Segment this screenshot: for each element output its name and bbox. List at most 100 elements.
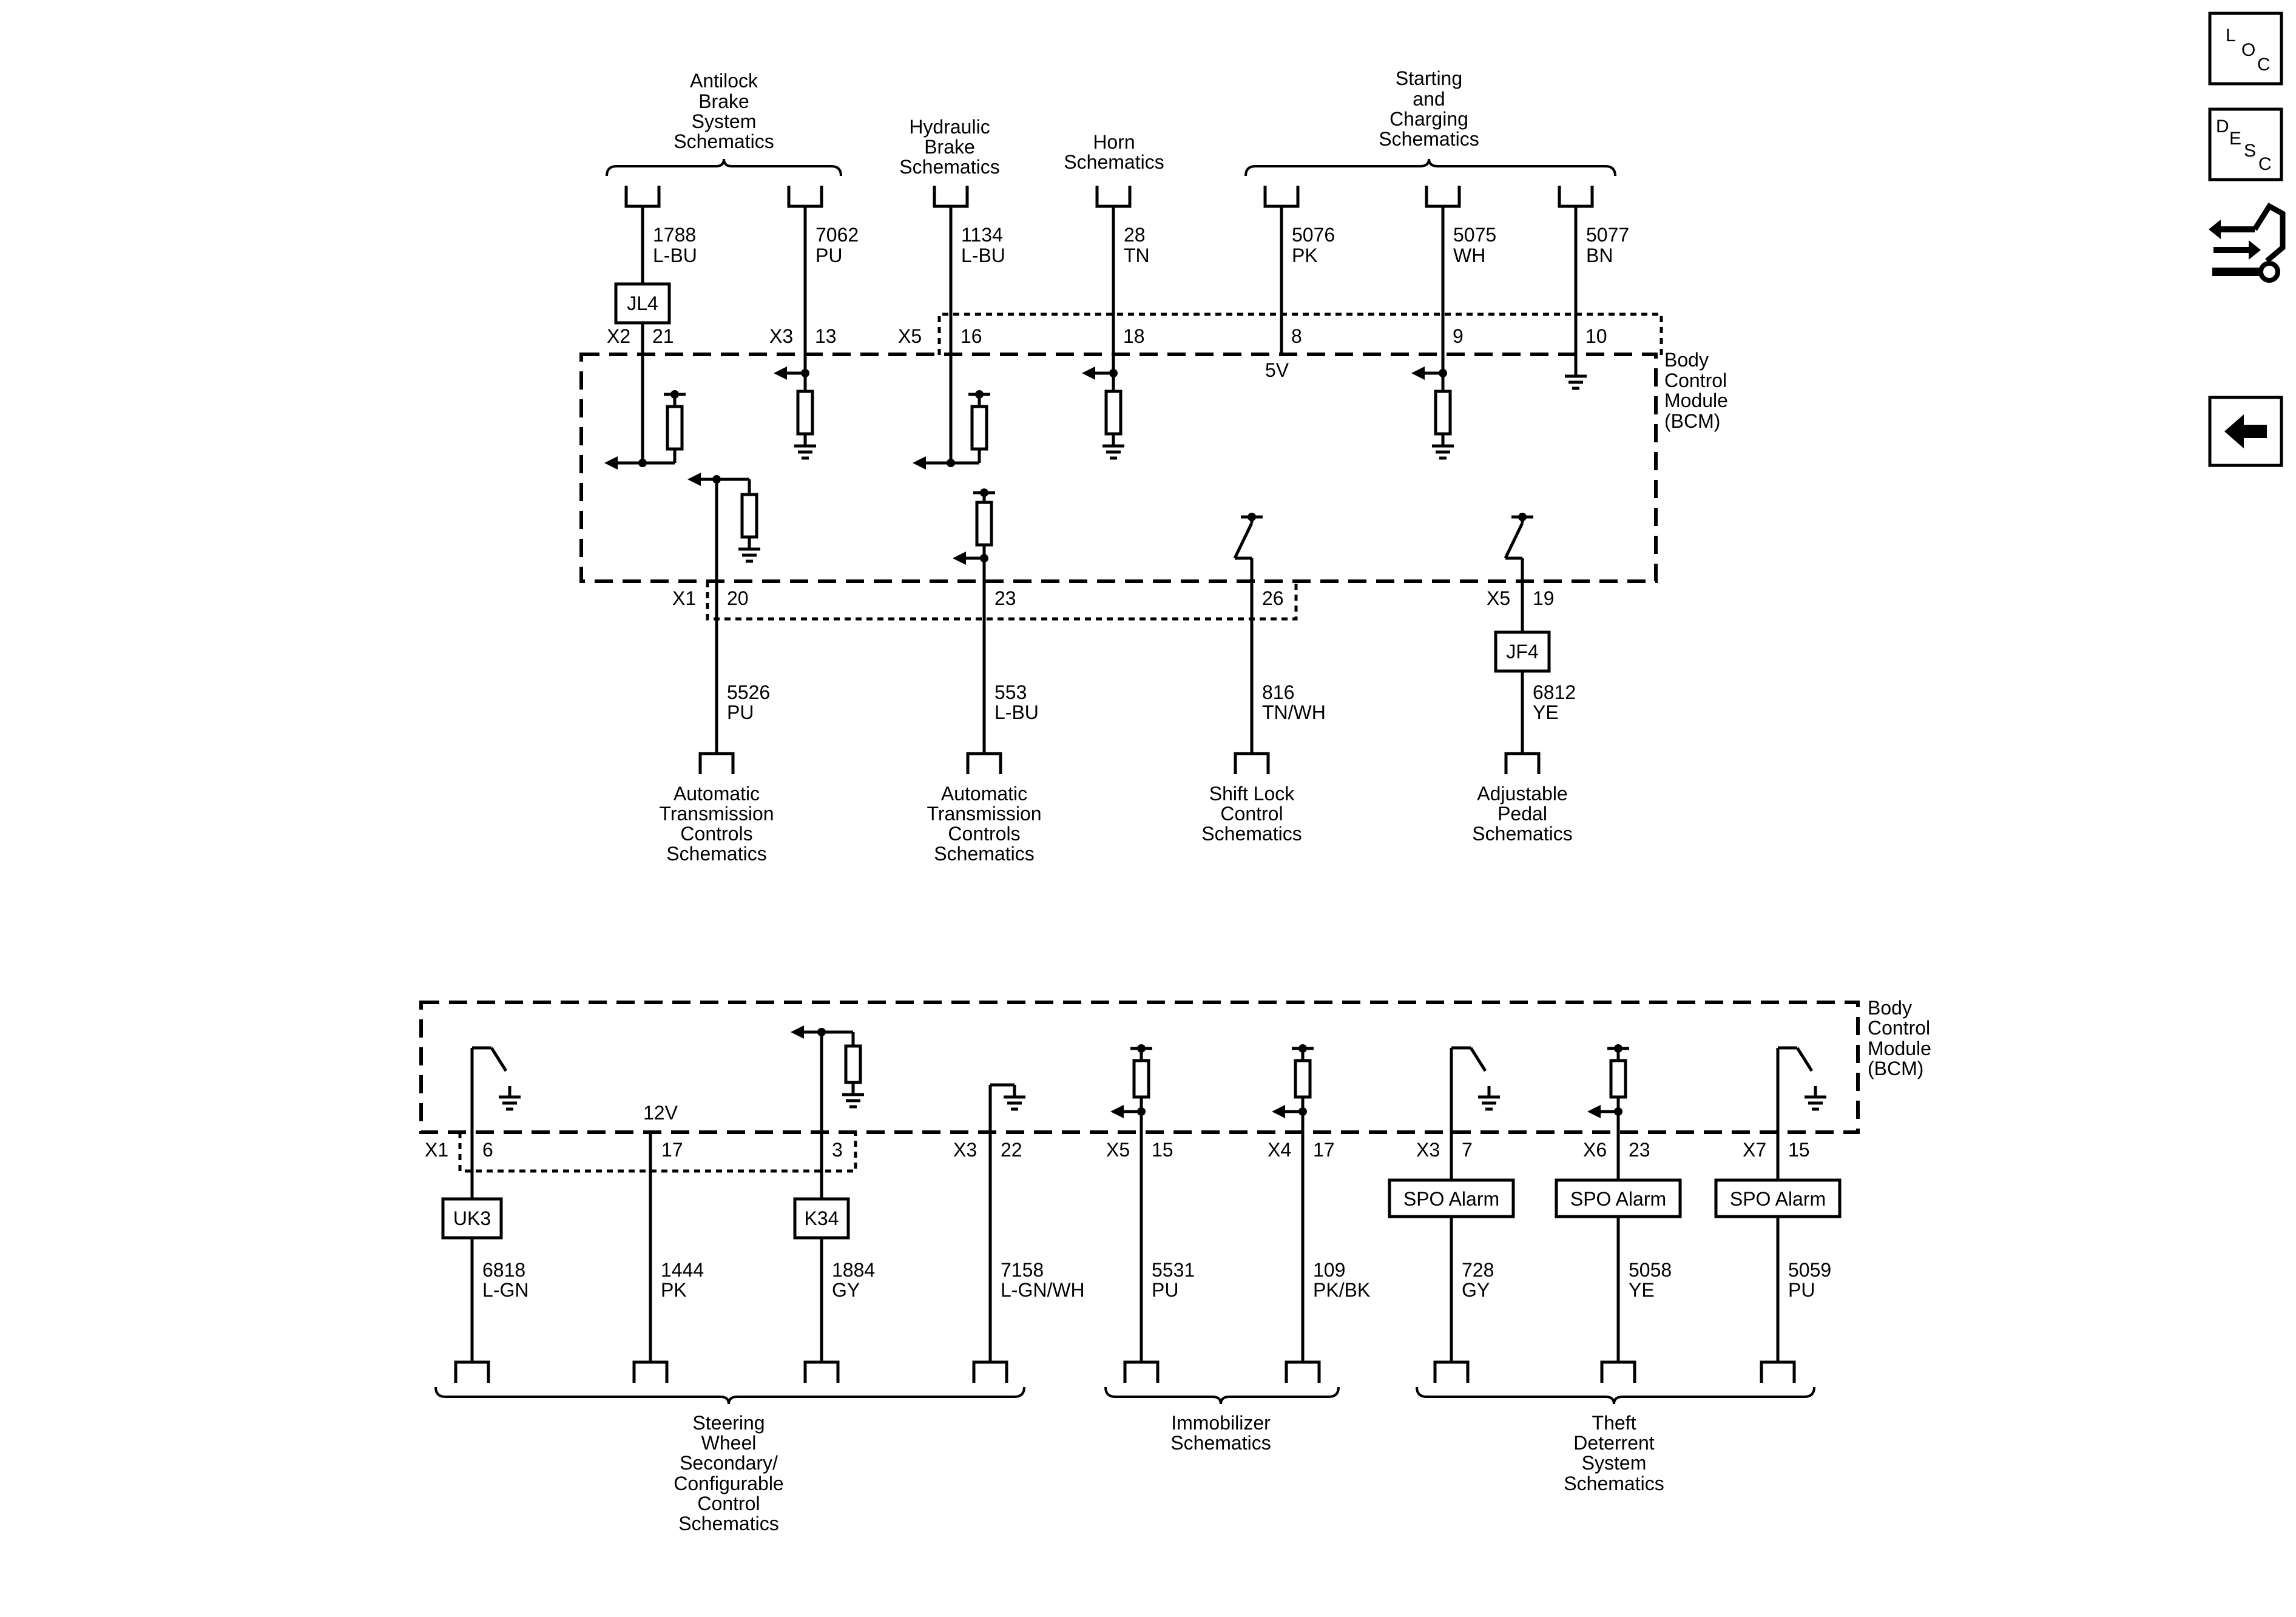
svg-text:5059: 5059 [1788, 1259, 1831, 1281]
svg-text:5531: 5531 [1152, 1259, 1195, 1281]
splice-uk3: UK3 [441, 1197, 503, 1240]
svg-text:Steering: Steering [692, 1412, 765, 1434]
svg-text:Starting: Starting [1396, 67, 1462, 89]
connector-end-view-icon[interactable] [2209, 203, 2286, 283]
wire-6818: 6818 L-GN [482, 1259, 528, 1301]
wire-5059: 5059 PU [1788, 1259, 1831, 1301]
immobilizer-group-brace [1104, 1386, 1340, 1405]
svg-text:19: 19 [1533, 587, 1555, 609]
svg-text:5077: 5077 [1586, 224, 1629, 246]
wire-1134: 1134 L-BU [961, 224, 1005, 266]
svg-text:C: C [2258, 154, 2272, 174]
wire-728: 728 GY [1462, 1259, 1494, 1301]
svg-text:Deterrent: Deterrent [1573, 1432, 1655, 1454]
svg-text:Body: Body [1664, 349, 1709, 371]
svg-text:L: L [2226, 25, 2236, 46]
wire-1884: 1884 GY [832, 1259, 875, 1301]
svg-text:Schematics: Schematics [899, 156, 999, 178]
splice-jf4: JF4 [1494, 630, 1551, 673]
svg-text:6: 6 [482, 1139, 493, 1161]
svg-text:L-BU: L-BU [994, 701, 1039, 723]
svg-text:Schematics: Schematics [1564, 1473, 1664, 1494]
svg-text:Schematics: Schematics [666, 843, 766, 865]
svg-text:L-GN: L-GN [482, 1279, 528, 1301]
horn-schematics-label: Horn Schematics [1064, 131, 1164, 173]
bottom-wire-lines [470, 1132, 1780, 1362]
svg-text:Immobilizer: Immobilizer [1171, 1412, 1271, 1434]
wire-5075: 5075 WH [1453, 224, 1496, 266]
steering-group-brace [434, 1386, 1025, 1405]
svg-text:System: System [692, 110, 757, 132]
spo-alarm-box-2: SPO Alarm [1555, 1178, 1682, 1218]
svg-text:X1: X1 [425, 1139, 448, 1161]
svg-text:D: D [2216, 116, 2229, 137]
svg-text:X3: X3 [1416, 1139, 1440, 1161]
svg-text:17: 17 [1313, 1139, 1335, 1161]
mid-pin-labels: X1 20 23 26 X5 19 [672, 587, 1555, 609]
svg-text:PU: PU [727, 701, 754, 723]
svg-text:(BCM): (BCM) [1868, 1058, 1923, 1079]
svg-text:L-BU: L-BU [653, 245, 697, 266]
svg-text:5076: 5076 [1292, 224, 1335, 246]
svg-text:Body: Body [1868, 997, 1912, 1019]
svg-text:Schematics: Schematics [674, 130, 774, 152]
svg-text:X7: X7 [1743, 1139, 1766, 1161]
bottom-pin-labels: X1 6 17 3 X3 22 X5 15 X4 17 X3 7 X6 23 X… [425, 1139, 1810, 1161]
svg-text:E: E [2229, 129, 2241, 149]
splice-jl4: JL4 [614, 282, 671, 325]
svg-text:5V: 5V [1265, 359, 1289, 381]
top-pin-labels: X2 21 X3 13 X5 16 18 8 9 10 5V [607, 325, 1607, 381]
svg-text:GY: GY [1462, 1279, 1490, 1301]
svg-text:8: 8 [1291, 325, 1302, 347]
svg-text:Schematics: Schematics [1472, 823, 1572, 845]
svg-text:23: 23 [1629, 1139, 1650, 1161]
desc-button[interactable]: D E S C [2208, 107, 2283, 181]
svg-text:1788: 1788 [653, 224, 696, 246]
svg-text:9: 9 [1453, 325, 1464, 347]
hydraulic-brake-schematics-label: Hydraulic Brake Schematics [899, 116, 999, 178]
adjustable-pedal-schematics-label: Adjustable Pedal Schematics [1472, 783, 1572, 845]
top-connector-symbols [624, 186, 1594, 208]
svg-text:WH: WH [1453, 245, 1485, 266]
svg-text:Schematics: Schematics [1379, 128, 1479, 150]
loc-button[interactable]: L O C [2208, 12, 2283, 86]
svg-text:26: 26 [1262, 587, 1284, 609]
svg-text:GY: GY [832, 1279, 860, 1301]
svg-text:7158: 7158 [1001, 1259, 1044, 1281]
svg-text:Shift Lock: Shift Lock [1209, 783, 1295, 805]
svg-text:1134: 1134 [961, 224, 1003, 246]
svg-text:109: 109 [1313, 1259, 1345, 1281]
svg-text:PK/BK: PK/BK [1313, 1279, 1370, 1301]
abs-group-brace [606, 158, 842, 177]
svg-text:TN/WH: TN/WH [1262, 701, 1326, 723]
svg-text:Control: Control [697, 1493, 760, 1514]
svg-text:X5: X5 [1106, 1139, 1130, 1161]
mid-wire-lines [715, 581, 1524, 754]
svg-text:Schematics: Schematics [1170, 1432, 1271, 1454]
wire-5076: 5076 PK [1292, 224, 1335, 266]
connector-x1-outline-bottom [458, 1132, 857, 1173]
svg-text:Adjustable: Adjustable [1477, 783, 1567, 805]
back-arrow-icon[interactable] [2208, 396, 2283, 467]
svg-text:Theft: Theft [1592, 1412, 1636, 1434]
svg-text:7062: 7062 [815, 224, 859, 246]
svg-text:Secondary/: Secondary/ [680, 1452, 778, 1474]
splice-k34: K34 [793, 1197, 850, 1240]
svg-text:Controls: Controls [948, 823, 1020, 845]
svg-text:15: 15 [1788, 1139, 1810, 1161]
svg-text:X4: X4 [1268, 1139, 1291, 1161]
svg-text:Schematics: Schematics [934, 843, 1034, 865]
svg-text:728: 728 [1462, 1259, 1494, 1281]
shift-lock-schematics-label: Shift Lock Control Schematics [1201, 783, 1302, 845]
svg-text:C: C [2257, 55, 2271, 75]
starting-charging-schematics-label: Starting and Charging Schematics [1379, 67, 1479, 150]
bcm-internal-input-circuits [604, 366, 1587, 470]
svg-text:Pedal: Pedal [1497, 803, 1547, 825]
svg-text:O: O [2241, 40, 2255, 60]
svg-text:816: 816 [1262, 681, 1294, 703]
wire-5531: 5531 PU [1152, 1259, 1195, 1301]
spo-alarm-box-1: SPO Alarm [1388, 1178, 1515, 1218]
svg-text:7: 7 [1462, 1139, 1473, 1161]
svg-text:13: 13 [815, 325, 837, 347]
